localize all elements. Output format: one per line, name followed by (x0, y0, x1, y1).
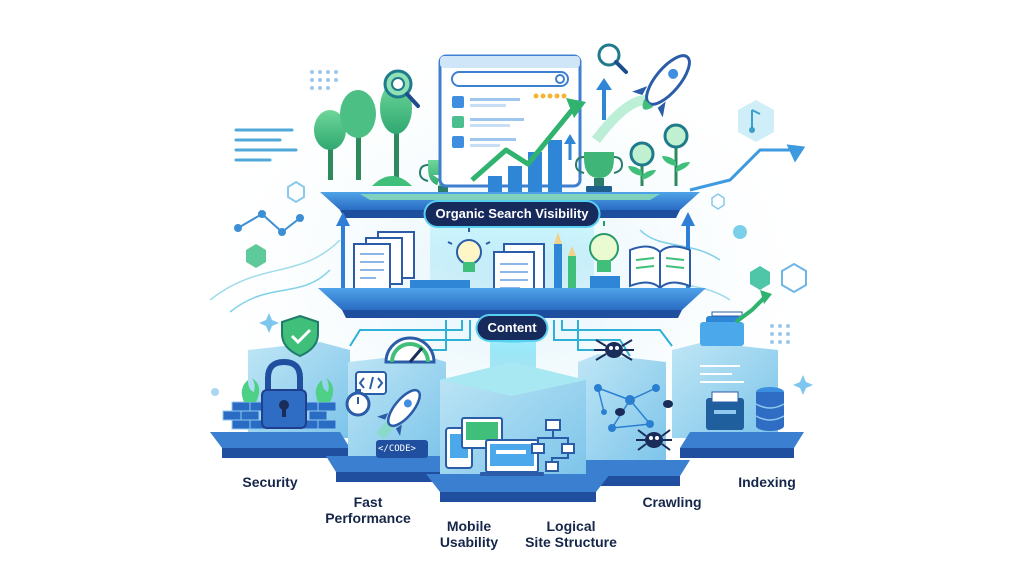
folder-icon (700, 311, 744, 346)
database-icon (755, 387, 785, 431)
security-label: Security (242, 474, 298, 490)
spider-icon (594, 339, 634, 361)
decoration-left (209, 70, 341, 396)
star-rating-icon (533, 93, 567, 99)
fast-performance-label: Fast Performance (325, 494, 411, 526)
top-tier (314, 43, 700, 218)
document-icon (353, 231, 415, 291)
book-icon (629, 245, 691, 290)
top-tier-label: Organic Search Visibility (425, 202, 599, 226)
indexing-pillar (672, 290, 804, 458)
stopwatch-icon (345, 389, 371, 417)
code-tag: </CODE> (378, 444, 416, 454)
code-brackets-icon (355, 371, 387, 395)
sitemap-icon (531, 419, 575, 472)
indexing-label: Indexing (738, 474, 796, 490)
plant-magnifier-icon (628, 123, 690, 186)
center-pillar (426, 362, 610, 502)
speedometer-icon (384, 336, 436, 364)
brick-wall-icon (222, 401, 337, 430)
pencil-icon (554, 232, 576, 296)
magnifier-icon (383, 69, 420, 108)
trophy-icon (574, 152, 624, 192)
growth-chart-icon (470, 78, 612, 192)
logical-site-structure-label: Logical Site Structure (525, 518, 617, 550)
crawling-pillar (564, 339, 690, 486)
padlock-icon (261, 358, 307, 429)
spider-icon (636, 429, 672, 451)
shield-check-icon (281, 314, 319, 358)
middle-tier (318, 221, 706, 318)
rocket-icon (376, 388, 421, 440)
magnifier-icon (597, 43, 628, 74)
mobile-usability-label: Mobile Usability (439, 518, 499, 550)
security-pillar (210, 314, 350, 458)
middle-tier-label: Content (477, 316, 547, 340)
crawling-label: Crawling (642, 494, 702, 510)
rocket-icon (592, 54, 691, 144)
lightbulb-icon (447, 228, 491, 272)
laptop-icon (480, 439, 544, 476)
tree-icon (314, 82, 412, 186)
file-cabinet-icon (706, 391, 744, 430)
decoration-right (639, 100, 813, 395)
fast-performance-pillar (326, 336, 454, 482)
